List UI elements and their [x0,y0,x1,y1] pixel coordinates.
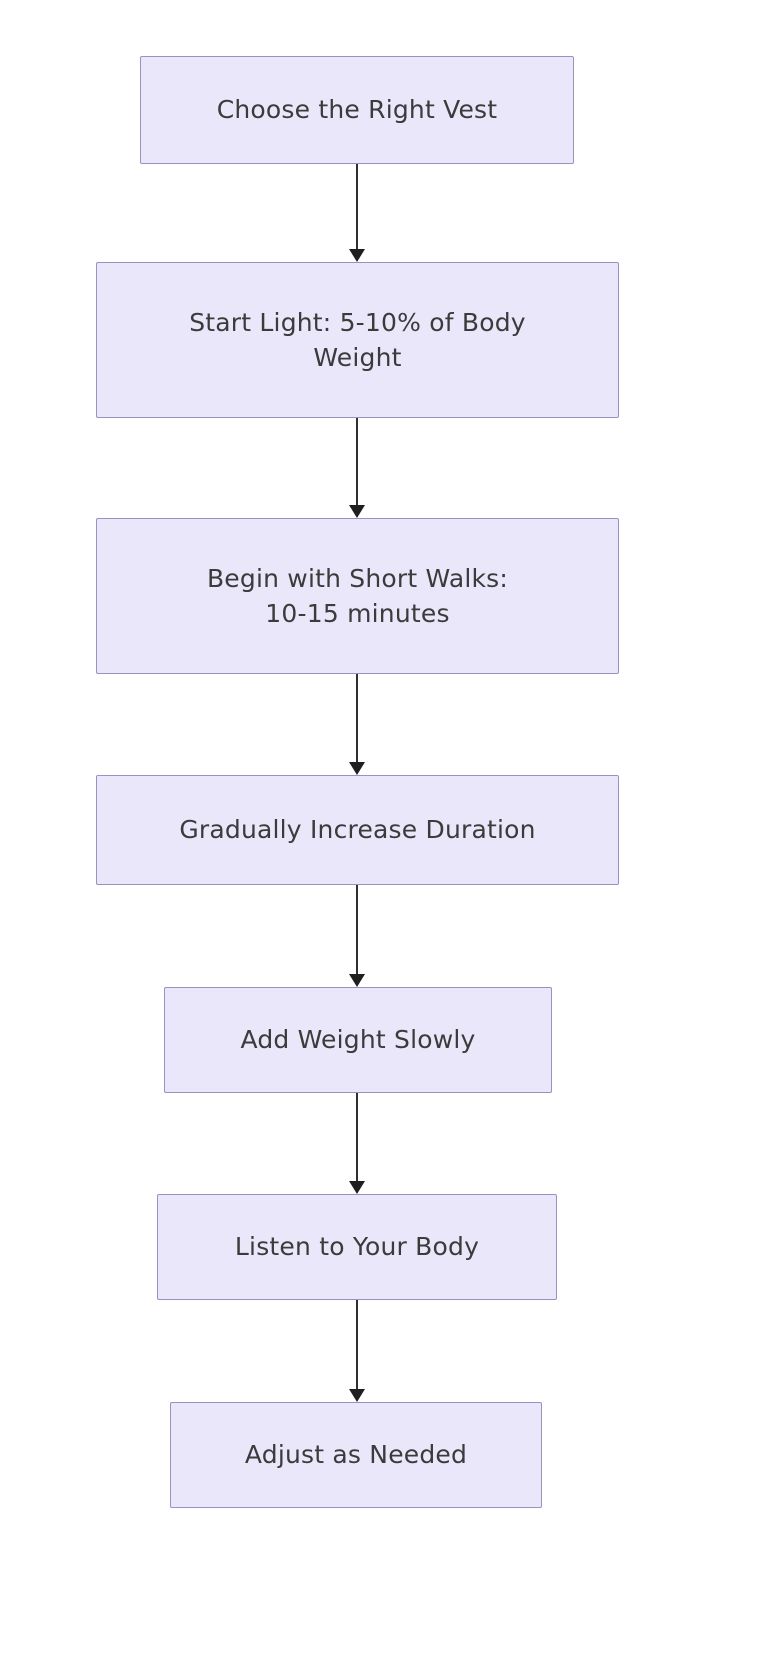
flow-node-label: Begin with Short Walks: 10-15 minutes [206,563,509,629]
flow-node-label: Add Weight Slowly [240,1025,476,1055]
flow-node-start-light[interactable]: Start Light: 5-10% of Body Weight [96,262,619,418]
flow-node-adjust-as-needed[interactable]: Adjust as Needed [170,1402,542,1508]
flow-node-listen-to-your-body[interactable]: Listen to Your Body [157,1194,557,1300]
flow-node-gradually-increase-duration[interactable]: Gradually Increase Duration [96,775,619,885]
flow-node-label: Adjust as Needed [244,1440,468,1470]
flow-node-label: Gradually Increase Duration [179,815,536,845]
flow-node-label: Listen to Your Body [234,1232,480,1262]
flow-node-add-weight-slowly[interactable]: Add Weight Slowly [164,987,552,1093]
flow-node-label: Start Light: 5-10% of Body Weight [189,307,526,373]
flow-node-choose-the-right-vest[interactable]: Choose the Right Vest [140,56,574,164]
flow-node-begin-with-short-walks[interactable]: Begin with Short Walks: 10-15 minutes [96,518,619,674]
flow-node-label: Choose the Right Vest [216,95,498,125]
